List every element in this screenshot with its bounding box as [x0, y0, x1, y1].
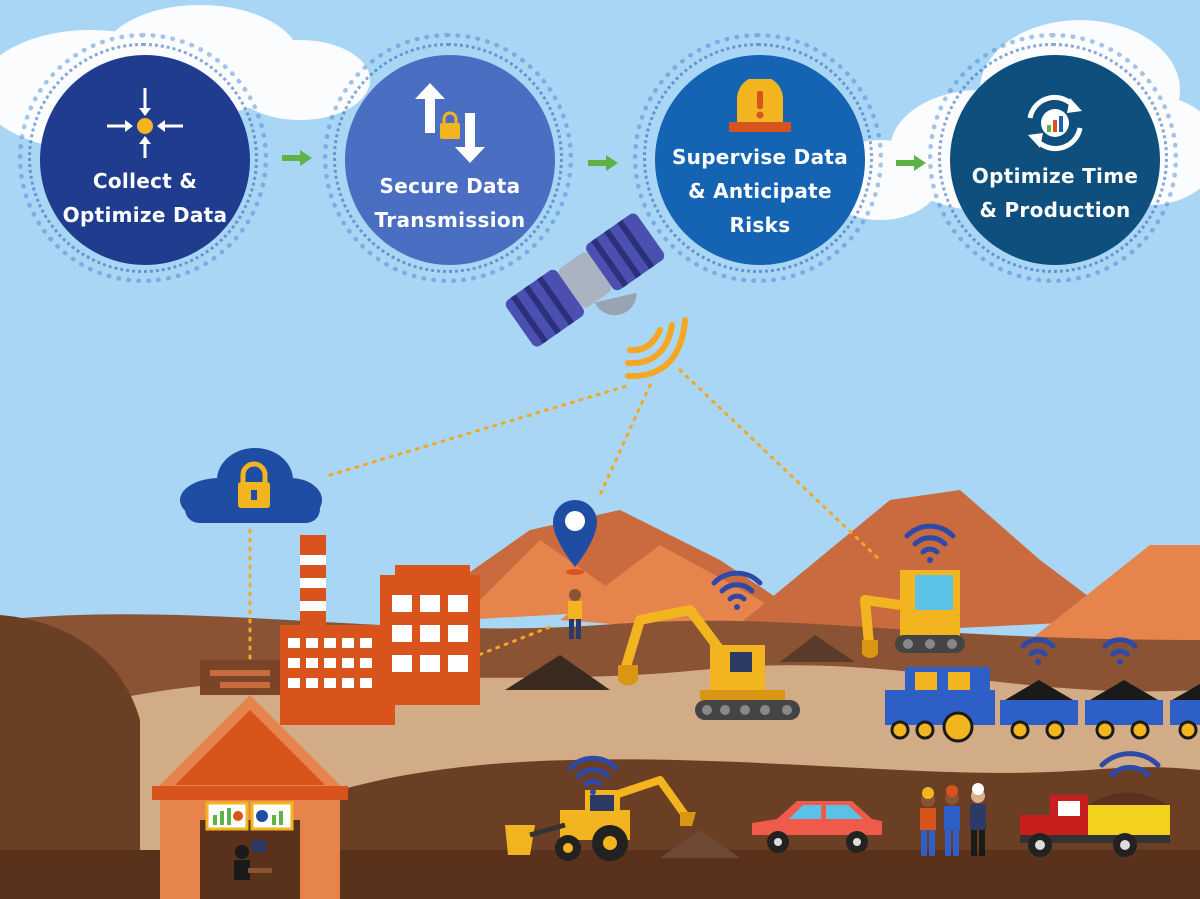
wifi-icon-train-2 — [1102, 637, 1138, 657]
step-4-label: Optimize Time & Production — [971, 164, 1139, 222]
step-secure-transmission: Secure Data Transmission — [323, 33, 573, 283]
broadcast-waves-icon — [625, 317, 688, 380]
ground-left-hill — [0, 615, 140, 899]
wifi-icon-train-1 — [1020, 637, 1056, 657]
crosshair-collect-icon — [107, 88, 183, 158]
arrow-1 — [282, 150, 312, 166]
backhoe-loader — [505, 776, 696, 861]
mountains — [430, 490, 1200, 650]
wifi-icon-excavator — [711, 570, 763, 602]
step-collect-optimize: Collect & Optimize Data — [18, 33, 268, 283]
step-2-label: Secure Data Transmission — [374, 174, 526, 232]
arrow-2 — [588, 155, 618, 171]
excavator-center — [618, 605, 800, 720]
step-optimize-time-production: Optimize Time & Production — [928, 33, 1178, 283]
red-car — [752, 801, 882, 853]
refresh-chart-icon — [1027, 94, 1083, 152]
step-1-label: Collect & Optimize Data — [62, 169, 228, 227]
step-3-label: Supervise Data & Anticipate Risks — [671, 144, 849, 237]
flow-arrows — [282, 150, 926, 171]
wifi-icon-truck — [1099, 751, 1161, 778]
worker-figure — [568, 589, 582, 639]
location-pin-icon — [553, 500, 597, 575]
excavator-right — [860, 570, 965, 658]
arrow-3 — [896, 155, 926, 171]
mine-train — [885, 667, 1200, 743]
step-supervise-anticipate: Supervise Data & Anticipate Risks — [633, 33, 883, 283]
dump-truck — [1020, 792, 1170, 857]
satellite-icon — [505, 213, 665, 347]
secure-transfer-icon — [415, 83, 485, 163]
control-room-hut — [152, 695, 348, 899]
wifi-icon-excavator-right — [904, 523, 956, 555]
worker-group — [920, 783, 986, 856]
wifi-icon-backhoe — [567, 755, 619, 787]
factory-building — [200, 535, 480, 725]
cloud-lock-icon — [180, 448, 322, 523]
wifi-icons — [567, 523, 1161, 787]
warning-light-icon — [729, 78, 791, 132]
